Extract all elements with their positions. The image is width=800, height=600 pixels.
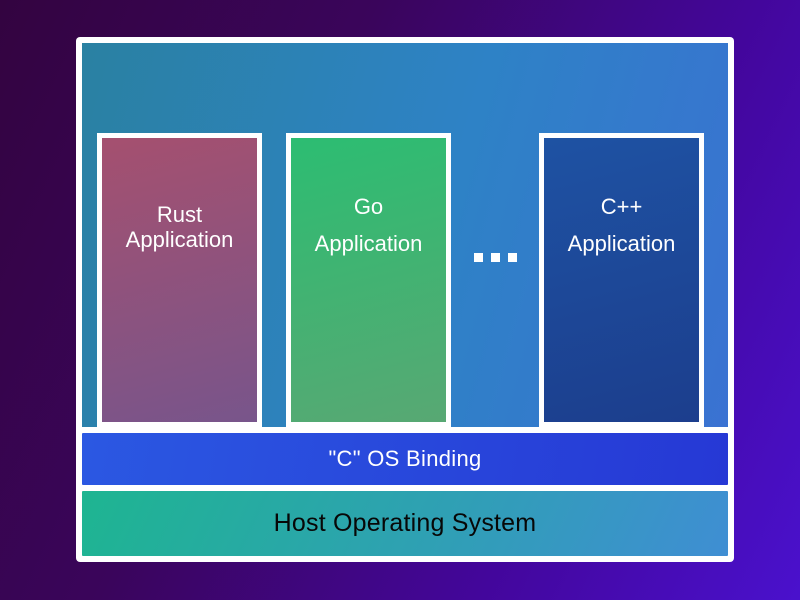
ellipsis-dot-icon [508,253,517,262]
host-operating-system-label: Host Operating System [273,509,537,537]
cpp-application-label: C++ Application [544,138,699,262]
host-operating-system-layer: Host Operating System [82,491,728,556]
cpp-application-box: C++ Application [539,133,704,427]
go-label-line2: Application [314,231,423,256]
cpp-label-line1: C++ [600,194,643,219]
go-label-line1: Go [353,194,384,219]
rust-label-line1: Rust [156,202,203,227]
c-os-binding-label: "C" OS Binding [328,446,482,471]
cpp-label-line2: Application [567,231,676,256]
more-applications-ellipsis: ... [474,253,517,262]
rust-label-line2: Application [125,227,234,252]
ellipsis-dot-icon [474,253,483,262]
c-os-binding-layer: "C" OS Binding [82,433,728,485]
ellipsis-dot-icon [491,253,500,262]
